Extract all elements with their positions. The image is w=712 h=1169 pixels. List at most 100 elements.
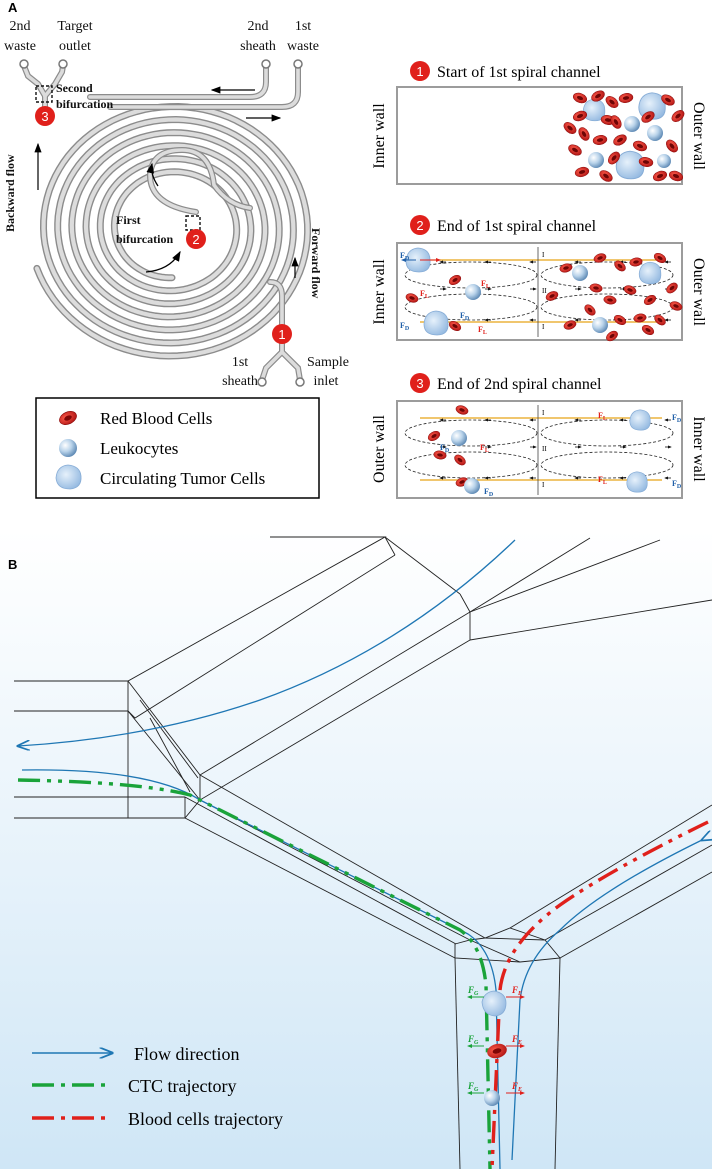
force-label: FL [598,411,607,422]
cs2-right-wall: Outer wall [690,258,707,327]
rbc-cell [613,315,627,325]
vortex-ellipse [540,451,674,479]
cs3-right-wall: Inner wall [690,416,707,482]
first-bifurcation-box [185,215,201,231]
label-target-outlet-l1: Target [57,19,92,34]
rbc-cell [433,450,447,460]
rbc-cell [584,304,596,316]
vortex-ellipse [540,261,674,289]
ctc-cell [582,98,606,122]
leukocyte-cell [624,116,640,132]
force-label: FD [484,487,494,498]
channel-geometry [14,536,712,1169]
leukocyte-icon [59,439,77,457]
force-label: FL [420,289,429,300]
rbc-cell [572,92,588,104]
label-first-bifurcation-l1: First [116,213,141,227]
cs3-left-wall: Outer wall [371,414,388,483]
marker-2: 2 [186,229,206,249]
ctc-cell [423,310,449,336]
cs1-left-wall: Inner wall [371,103,388,169]
rbc-cell [638,157,654,167]
label-sample-inlet-l1: Sample [307,355,349,370]
rbc-cell [671,110,685,122]
rbc-cell [669,301,683,311]
rbc-cell [653,253,667,263]
rbc-cell [405,293,419,303]
rbc-cell [643,295,657,305]
rbc-cell [591,90,605,102]
rbc-cell [454,454,466,466]
svg-text:2: 2 [416,218,423,233]
rbc-cell [589,283,603,293]
label-forward-flow: Forward flow [309,228,323,299]
rbc-cell [578,127,590,141]
label-second-bifurcation-l1: Second [56,81,93,95]
marker-1: 1 [272,324,292,344]
rbc-cell [559,263,573,273]
rbc-cell [545,291,559,301]
force-label: FD [672,479,682,490]
vortex-label: I [542,323,545,331]
rbc-cell [608,151,620,165]
legend-panel-b: Flow direction CTC trajectory Blood cell… [32,1044,283,1129]
ctc-cell [629,409,651,431]
rbc-cell [641,111,655,123]
leukocyte-cell [464,478,480,494]
leukocyte-cell [465,284,481,300]
force-label: FD [672,413,682,424]
rbc-cell [661,94,675,106]
rbc-icon [59,411,77,425]
rbc-cell [593,253,607,263]
svg-text:1: 1 [416,64,423,79]
rbc-cell [632,140,648,152]
rbc-cell [623,285,637,295]
force-label: FD [400,251,410,262]
label-2nd-sheath-l2: sheath [240,39,276,54]
label-backward-flow: Backward flow [3,154,17,232]
force-label: FL [481,279,490,290]
cs2-left-wall: Inner wall [371,259,388,325]
vortex-label: II [542,445,547,453]
cs1-right-wall: Outer wall [690,102,707,171]
cross-section-1: 1 Start of 1st spiral channel Inner wall… [371,61,707,185]
ctc-cell [638,261,662,285]
rbc-cell [599,170,613,182]
leukocyte-cell [657,154,671,168]
rbc-cell [606,330,618,342]
label-1st-waste-l1: 1st [295,19,311,34]
rbc-cell [572,110,588,122]
vortex-ellipse [404,261,538,289]
force-e-label: FE [511,1081,522,1093]
cross-section-3: 3 End of 2nd spiral channel Outer wall I… [371,373,707,499]
rbc-cell [668,170,684,182]
marker-3: 3 [35,106,55,126]
svg-text:2: 2 [192,232,199,247]
rbc-cell [641,325,655,335]
force-label: FL [598,475,607,486]
label-first-bifurcation-l2: bifurcation [116,232,173,246]
flow-streamlines [18,539,702,1169]
rbc-cell [610,115,622,129]
rbc-cell [652,170,668,182]
force-e-label: FE [511,1034,522,1046]
ctc-icon [55,464,82,490]
rbc-cell [614,260,626,272]
leukocyte-cell [647,125,663,141]
force-label: FD [460,311,470,322]
leukocyte-cell [592,317,608,333]
rbc-cell [427,431,441,441]
rbc-cell [666,282,678,294]
cross-section-2: 2 End of 1st spiral channel Inner wall O… [371,215,707,342]
rbc-cell [629,257,643,267]
rbc-cell [448,275,462,285]
legend-panel-a: Red Blood Cells Leukocytes Circulating T… [35,397,320,499]
rbc-cell [633,313,647,323]
panel-b-label: B [8,557,17,572]
force-label: FL [478,325,487,336]
label-1st-sheath-l2: sheath [222,374,258,389]
vortex-ellipse [404,451,538,479]
legend-a-leukocyte-label: Leukocytes [100,439,178,458]
